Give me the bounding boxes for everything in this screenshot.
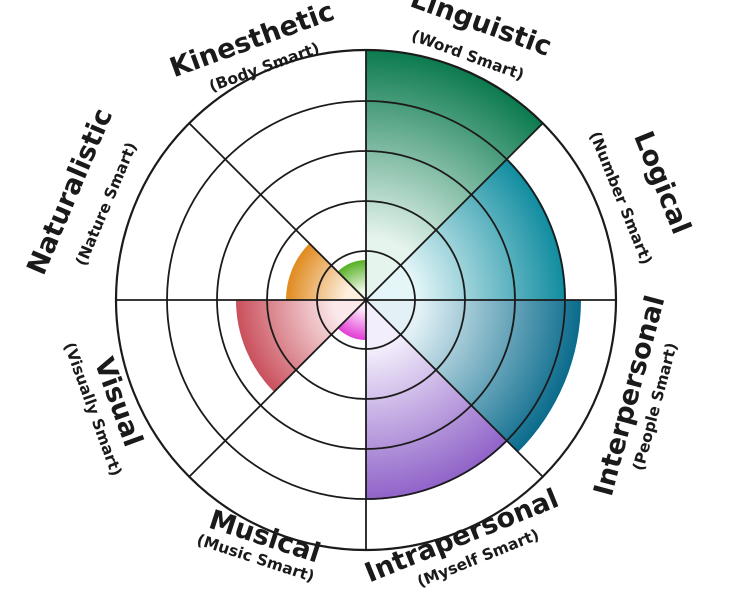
- wheel-grid: [114, 48, 618, 552]
- segment-musical: [337, 300, 366, 340]
- spoke-3: [365, 299, 544, 478]
- segment-kinesthetic: [337, 260, 366, 300]
- label-intrapersonal: Intrapersonal (Myself Smart): [361, 483, 564, 591]
- spoke-1: [365, 122, 544, 301]
- segment-logical: [366, 158, 566, 300]
- spoke-5: [188, 299, 367, 478]
- segment-fills: [236, 50, 581, 500]
- label-visual: Visual (Visually Smart): [60, 340, 148, 479]
- segment-linguistic: [366, 50, 543, 300]
- label-interpersonal: Interpersonal (People Smart): [588, 292, 681, 499]
- segment-visual: [236, 300, 366, 392]
- segment-intrapersonal: [366, 300, 508, 500]
- label-naturalistic: Naturalistic (Nature Smart): [21, 104, 140, 279]
- label-musical: Musical (Music Smart): [194, 504, 324, 585]
- spoke-7: [188, 122, 367, 301]
- segment-interpersonal: [366, 300, 581, 453]
- label-kinesthetic: Kinesthetic (Body Smart): [166, 0, 339, 96]
- label-logical: Logical (Number Smart): [586, 127, 697, 267]
